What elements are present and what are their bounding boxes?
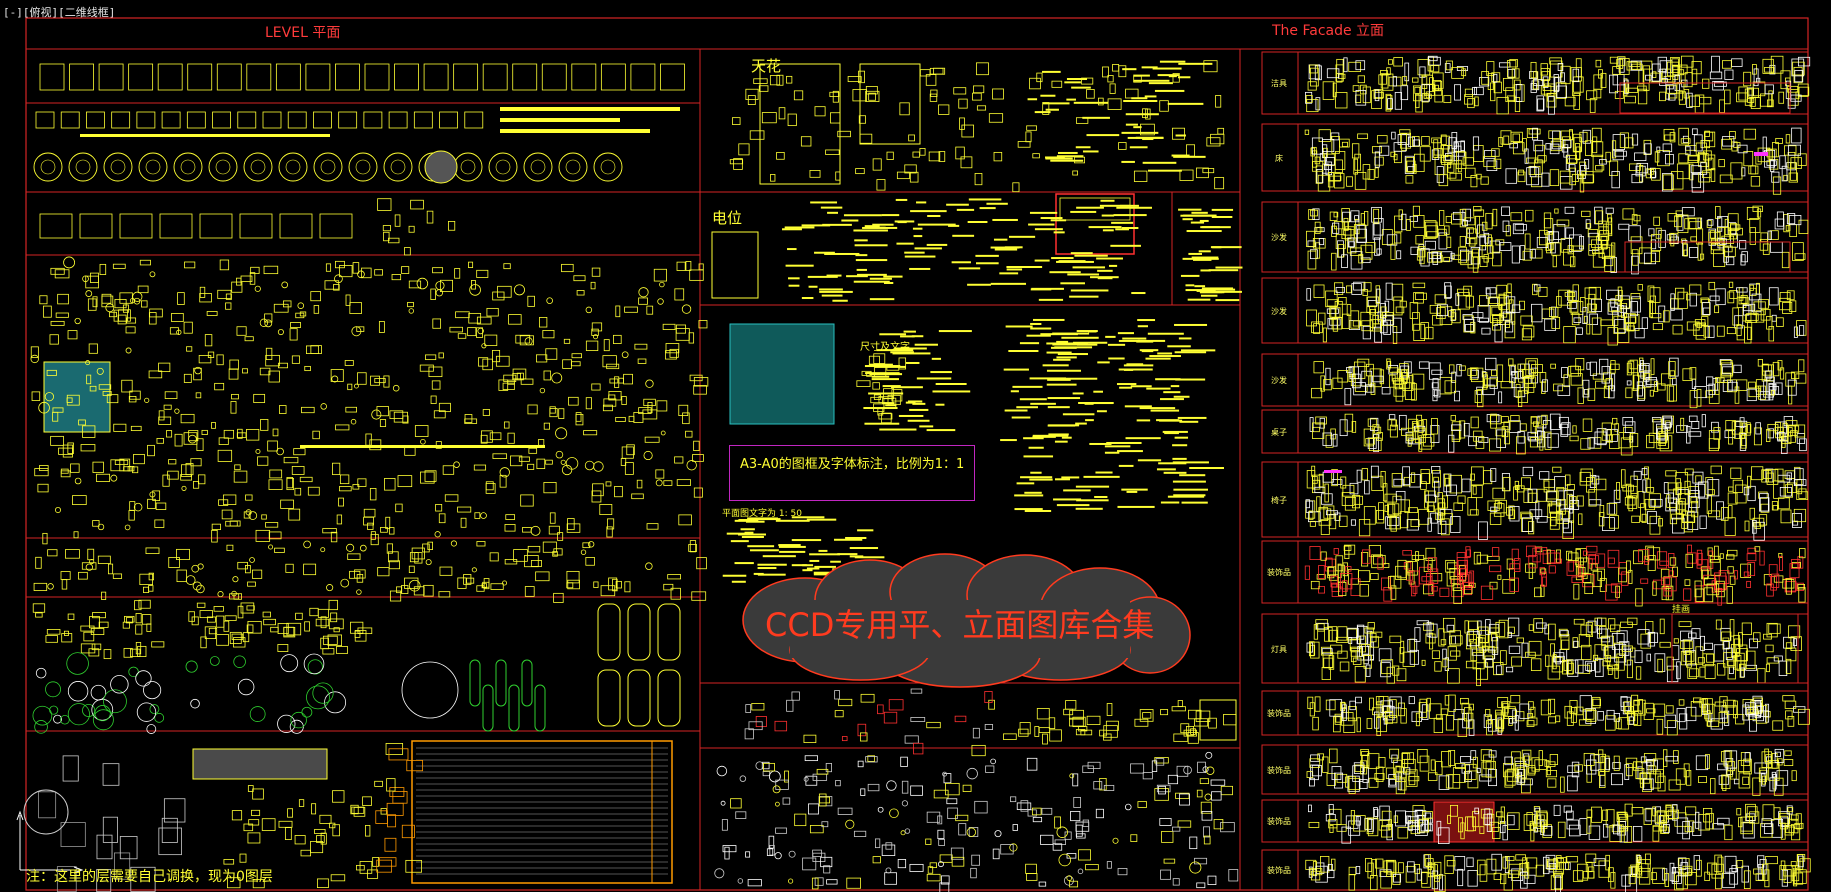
facade-row-boxes — [1261, 51, 1809, 891]
facade-row-label: 沙发 — [1271, 233, 1287, 242]
facade-row-label: 装饰品 — [1267, 709, 1291, 718]
red-table-block — [1055, 193, 1135, 255]
revision-cloud — [742, 553, 1191, 688]
painting-label: 挂画 — [1672, 605, 1691, 615]
scale-note: 平面图文字为 1: 50 — [722, 509, 802, 519]
facade-row-label: 灯具 — [1271, 644, 1287, 654]
stripes-block — [411, 740, 673, 884]
table-block-teal — [729, 323, 835, 425]
electrical-section-title: 电位 — [712, 209, 743, 227]
library-title: CCD专用平、立面图库合集 — [765, 606, 1155, 644]
ucs-icon[interactable] — [16, 810, 84, 874]
title-frame-note: A3-A0的图框及字体标注，比例为1：1 — [740, 457, 965, 472]
facade-row-label: 装饰品 — [1267, 765, 1291, 775]
facade-row-label: 洁具 — [1271, 79, 1287, 88]
level-plan-header: LEVEL 平面 — [265, 25, 341, 41]
facade-row-label: 装饰品 — [1267, 568, 1291, 577]
cad-blocks — [23, 55, 1811, 892]
facade-row-label: 沙发 — [1271, 306, 1287, 316]
rug-block — [192, 748, 328, 780]
facade-row-label: 沙发 — [1271, 376, 1287, 385]
facade-row-label: 椅子 — [1271, 495, 1287, 505]
outer-frame — [25, 17, 1809, 891]
tile-block-teal — [43, 361, 111, 433]
facade-row-label: 床 — [1275, 153, 1283, 163]
ceiling-section-title: 天花 — [751, 57, 782, 75]
viewport-controls-label[interactable]: [-][俯视][二维线框] — [3, 6, 116, 19]
title-frame-note-box: A3-A0的图框及字体标注，比例为1：1 — [729, 445, 975, 501]
dimension-section-title: 尺寸及文字 — [860, 342, 910, 353]
facade-header: The Facade 立面 — [1272, 23, 1385, 39]
facade-row-label: 装饰品 — [1267, 817, 1291, 826]
stripe-lines — [416, 740, 673, 884]
layer-note: 注：这里的层需要自己调换，现为0图层 — [26, 869, 273, 885]
facade-row-label: 桌子 — [1271, 427, 1287, 437]
facade-row-label: 装饰品 — [1267, 866, 1291, 875]
